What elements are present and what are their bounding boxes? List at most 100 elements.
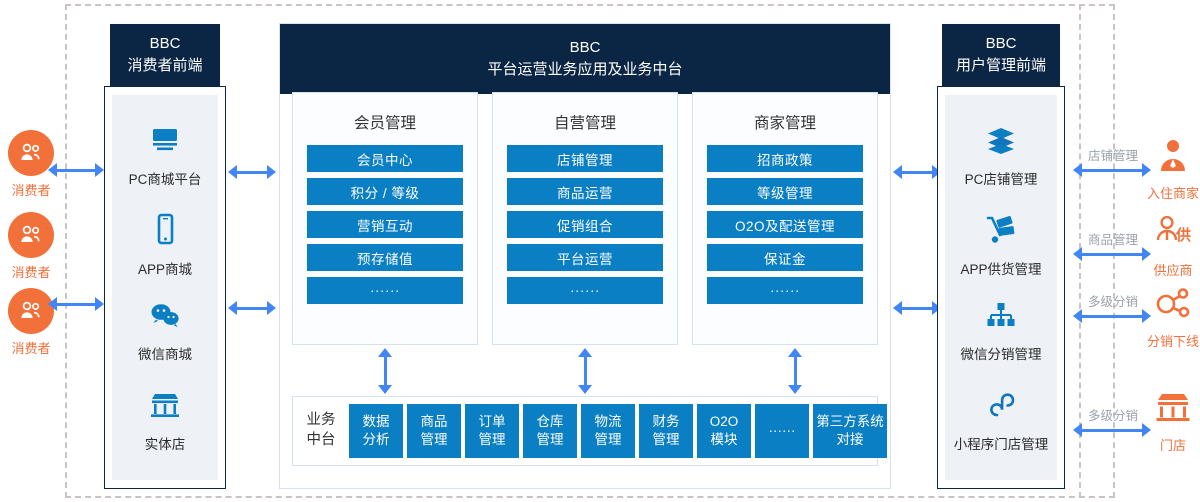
group-item[interactable]: 等级管理: [707, 178, 863, 205]
channel-pc-shop-management[interactable]: PC店铺管理: [945, 120, 1057, 188]
actor-store: 门店: [1142, 385, 1200, 454]
mid-platform-bar: 业务 中台 数据 分析 商品 管理 订单 管理 仓库 管理 物流 管理: [292, 396, 887, 466]
arrow-merchant-to-midplatform: [788, 348, 802, 394]
mid-platform-title-line2: 中台: [306, 432, 336, 448]
midcell-finance-management[interactable]: 财务 管理: [639, 404, 693, 458]
store-icon: [1150, 385, 1196, 431]
org-tree-icon: [945, 295, 1057, 335]
midcell-logistics-management[interactable]: 物流 管理: [581, 404, 635, 458]
group-item[interactable]: 店铺管理: [507, 145, 663, 172]
channel-label: APP商城: [137, 262, 192, 277]
left-panel-header: BBC 消费者前端: [110, 24, 220, 86]
actor-label: 消费者: [11, 265, 51, 280]
midcell-line2: 管理: [536, 432, 564, 447]
actor-label: 分销下线: [1146, 334, 1199, 349]
channel-app-mall[interactable]: APP商城: [112, 210, 218, 278]
midcell-line2: 对接: [836, 432, 864, 447]
group-item[interactable]: 招商政策: [707, 145, 863, 172]
arrow-center-to-usermgmt-1: [893, 165, 941, 179]
outer-dashed-frame: [65, 4, 1115, 498]
arrow-relation-1: [1073, 163, 1151, 177]
channel-wechat-mall[interactable]: 微信商城: [112, 295, 218, 363]
right-panel-inner: PC店铺管理 APP供货管理: [945, 95, 1057, 480]
midcell-line1: 财务: [652, 414, 680, 430]
midcell-more[interactable]: ······: [755, 404, 809, 458]
channel-label: APP供货管理: [960, 262, 1042, 277]
arrow-consumer-to-frontend-3: [48, 297, 104, 311]
midcell-line1: 第三方系统: [816, 414, 884, 430]
left-panel-inner: PC商城平台 APP商城: [112, 95, 218, 480]
group-merchant-management: 商家管理 招商政策 等级管理 O2O及配送管理 保证金 ······: [692, 92, 878, 345]
group-item[interactable]: O2O及配送管理: [707, 211, 863, 238]
arrow-frontend-to-center-2: [228, 301, 276, 315]
right-header-line1: BBC: [985, 35, 1017, 53]
group-item-more[interactable]: ······: [307, 277, 463, 304]
midcell-product-management[interactable]: 商品 管理: [407, 404, 461, 458]
pc-monitor-icon: [112, 120, 218, 160]
mobile-phone-icon: [112, 210, 218, 250]
relation-label-shop-management: 店铺管理: [1087, 149, 1138, 163]
midcell-line2: 管理: [420, 432, 448, 447]
arrow-relation-4: [1073, 423, 1151, 437]
group-title: 自营管理: [553, 115, 616, 132]
group-item[interactable]: 平台运营: [507, 244, 663, 271]
actor-consumer-1: 消费者: [0, 130, 62, 199]
actor-supplier: 供 供应商: [1142, 210, 1200, 279]
channel-miniprogram-store-management[interactable]: 小程序门店管理: [945, 385, 1057, 453]
network-share-icon: [1150, 281, 1196, 327]
relation-label-multilevel-distribution-2: 多级分销: [1087, 409, 1138, 423]
actor-label: 消费者: [11, 183, 51, 198]
group-member-management: 会员管理 会员中心 积分 / 等级 营销互动 预存储值 ······: [292, 92, 478, 345]
wechat-icon: [112, 295, 218, 335]
arrow-consumer-to-frontend-1: [48, 163, 104, 177]
actor-label: 门店: [1159, 438, 1186, 453]
actor-label: 供应商: [1153, 263, 1193, 278]
center-header-line2: 平台运营业务应用及业务中台: [487, 61, 683, 78]
midcell-line2: 分析: [362, 432, 390, 447]
arrow-selfop-to-midplatform: [578, 348, 592, 394]
channel-app-supply-management[interactable]: APP供货管理: [945, 210, 1057, 278]
midcell-line2: 管理: [652, 432, 680, 447]
group-item[interactable]: 保证金: [707, 244, 863, 271]
group-title: 会员管理: [353, 115, 416, 132]
channel-wechat-distribution-management[interactable]: 微信分销管理: [945, 295, 1057, 363]
center-panel-header: BBC 平台运营业务应用及业务中台: [280, 24, 890, 94]
actor-consumer-3: 消费者: [0, 288, 62, 357]
midcell-third-party-integration[interactable]: 第三方系统 对接: [813, 404, 887, 458]
supplier-icon: 供: [1150, 210, 1196, 256]
group-item[interactable]: 促销组合: [507, 211, 663, 238]
storefront-icon: [112, 385, 218, 425]
consumers-icon: [8, 212, 54, 258]
handcart-icon: [945, 210, 1057, 250]
center-header-line1: BBC: [569, 38, 601, 56]
group-item-more[interactable]: ······: [707, 277, 863, 304]
actor-consumer-2: 消费者: [0, 212, 62, 281]
midcell-line1: O2O: [709, 414, 739, 430]
midcell-line1: 仓库: [536, 414, 564, 430]
consumers-icon: [8, 288, 54, 334]
group-item-more[interactable]: ······: [507, 277, 663, 304]
group-item[interactable]: 营销互动: [307, 211, 463, 238]
group-item[interactable]: 积分 / 等级: [307, 178, 463, 205]
midcell-data-analysis[interactable]: 数据 分析: [349, 404, 403, 458]
channel-label: PC商城平台: [128, 172, 202, 187]
right-header-line2: 用户管理前端: [955, 57, 1046, 74]
group-title: 商家管理: [753, 115, 816, 132]
channel-physical-store[interactable]: 实体店: [112, 385, 218, 453]
midcell-order-management[interactable]: 订单 管理: [465, 404, 519, 458]
midcell-o2o-module[interactable]: O2O 模块: [697, 404, 751, 458]
channel-pc-mall[interactable]: PC商城平台: [112, 120, 218, 188]
midcell-line1: 数据: [362, 414, 390, 430]
midcell-warehouse-management[interactable]: 仓库 管理: [523, 404, 577, 458]
group-item[interactable]: 会员中心: [307, 145, 463, 172]
channel-label: 微信商城: [138, 347, 192, 362]
actor-label: 消费者: [11, 341, 51, 356]
arrow-relation-2: [1073, 247, 1151, 261]
group-item[interactable]: 商品运营: [507, 178, 663, 205]
midcell-line1: 物流: [594, 414, 622, 430]
midcell-line2: 管理: [478, 432, 506, 447]
actor-label: 入住商家: [1146, 186, 1199, 201]
layers-icon: [945, 120, 1057, 160]
arrow-member-to-midplatform: [378, 348, 392, 394]
group-item[interactable]: 预存储值: [307, 244, 463, 271]
